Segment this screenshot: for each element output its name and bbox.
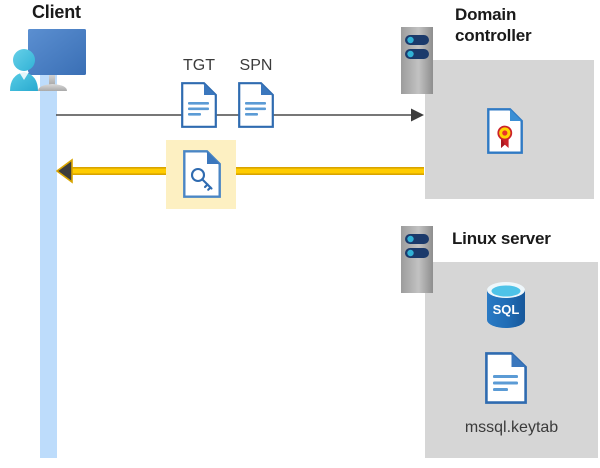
keytab-filename-label: mssql.keytab (464, 419, 559, 436)
client-lifeline (40, 62, 57, 458)
client-title: Client (32, 2, 81, 22)
keytab-document-icon (485, 352, 527, 404)
key-document-icon (183, 150, 221, 198)
certificate-document-icon (487, 108, 523, 154)
sql-database-label: SQL (493, 302, 520, 317)
request-arrow (56, 105, 424, 125)
user-workstation-icon (8, 25, 104, 95)
domain-controller-title: Domain controller (455, 5, 532, 45)
response-arrow (55, 158, 424, 184)
tgt-document-icon (181, 82, 217, 128)
tgt-label: TGT (183, 57, 215, 74)
sql-database-icon: SQL (484, 281, 528, 329)
spn-label: SPN (239, 57, 273, 74)
domain-controller-server-rack-icon (401, 27, 433, 94)
linux-server-title: Linux server (452, 229, 551, 248)
spn-document-icon (238, 82, 274, 128)
linux-server-rack-icon (401, 226, 433, 293)
